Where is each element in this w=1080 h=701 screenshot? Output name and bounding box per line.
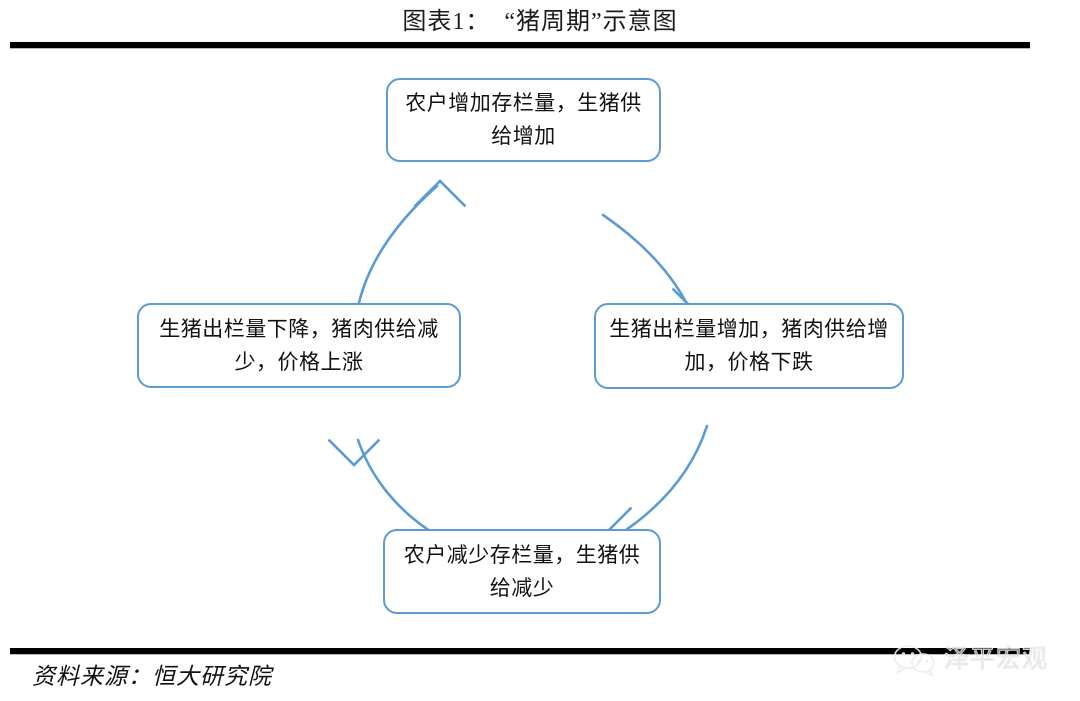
node-box-right[interactable]: 生猪出栏量增加，猪肉供给增加，价格下跌 bbox=[594, 303, 904, 389]
divider-bottom bbox=[10, 648, 1030, 654]
edge-bottom-to-left bbox=[327, 438, 443, 540]
node-box-top-label: 农户增加存栏量，生猪供给增加 bbox=[405, 91, 642, 148]
node-box-right-label: 生猪出栏量增加，猪肉供给增加，价格下跌 bbox=[609, 317, 889, 374]
cycle-diagram: 农户增加存栏量，生猪供给增加 生猪出栏量增加，猪肉供给增加，价格下跌 农户减少存… bbox=[0, 48, 1080, 646]
node-box-bottom[interactable]: 农户减少存栏量，生猪供给减少 bbox=[383, 529, 661, 614]
node-box-bottom-label: 农户减少存栏量，生猪供给减少 bbox=[403, 542, 641, 600]
source-note: 资料来源：恒大研究院 bbox=[32, 664, 272, 689]
node-box-left[interactable]: 生猪出栏量下降，猪肉供给减少，价格上涨 bbox=[137, 303, 461, 388]
divider-top bbox=[10, 42, 1030, 48]
node-box-top[interactable]: 农户增加存栏量，生猪供给增加 bbox=[386, 78, 661, 162]
page-title: 图表1： “猪周期”示意图 bbox=[402, 9, 678, 35]
node-box-left-label: 生猪出栏量下降，猪肉供给减少，价格上涨 bbox=[159, 316, 439, 374]
